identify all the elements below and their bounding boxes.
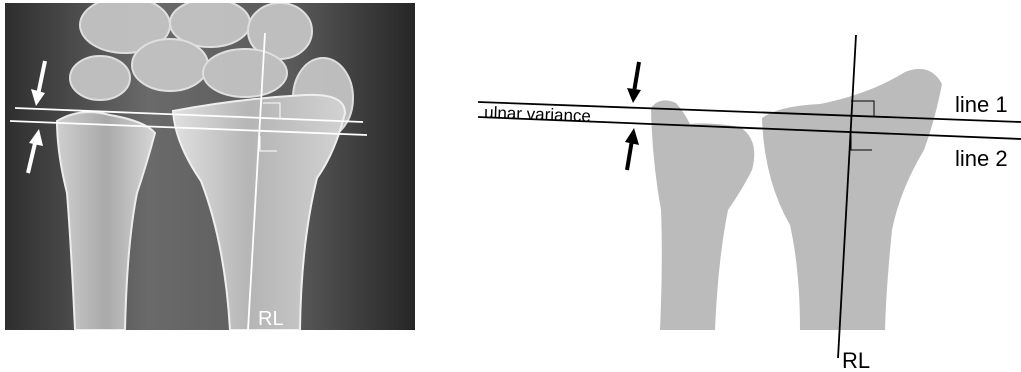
diagram-line-1 xyxy=(478,102,1021,122)
diagram-arrow-down xyxy=(627,62,641,103)
diagram-right-angle-marker-1 xyxy=(851,101,874,117)
xray-rl-label: RL xyxy=(258,308,284,330)
diagram-rl-label: RL xyxy=(842,348,870,372)
diagram-radius-shape xyxy=(762,69,942,330)
line-2-label: line 2 xyxy=(955,146,1008,171)
diagram-ulna-shape xyxy=(651,100,754,330)
diagram-line-2 xyxy=(478,117,1021,139)
diagram-right-angle-marker-2 xyxy=(851,134,872,150)
line-1-label: line 1 xyxy=(955,92,1008,117)
ulnar-variance-label: ulnar variance xyxy=(484,103,591,126)
diagram-radius-longitudinal-line xyxy=(838,35,856,358)
diagram-arrow-up xyxy=(625,128,639,170)
wrist-xray-image: RL xyxy=(5,3,415,330)
